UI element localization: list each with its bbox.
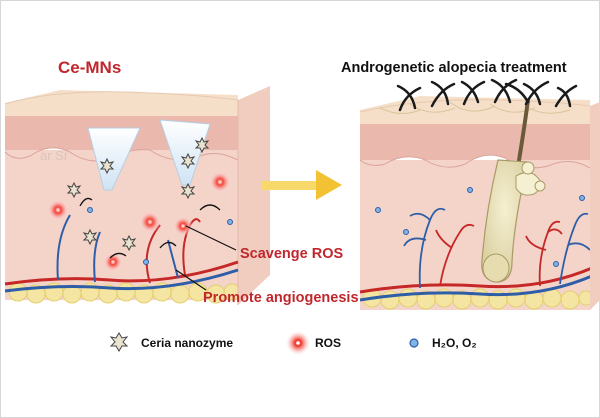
hair-follicle-icon xyxy=(481,99,546,283)
legend-h2o-o2: H₂O, O₂ xyxy=(432,336,477,350)
title-ce-mns: Ce-MNs xyxy=(58,58,122,77)
fat-layer xyxy=(8,282,241,304)
title-treatment: Androgenetic alopecia treatment xyxy=(341,60,567,76)
ceria-nanozyme-icon xyxy=(109,332,129,352)
legend-ceria-nanozyme: Ceria nanozyme xyxy=(141,336,234,350)
hair-strands xyxy=(396,78,578,112)
callout-scavenge-ros: Scavenge ROS xyxy=(240,246,344,262)
right-skin-block xyxy=(359,78,600,310)
ceria-markers-left xyxy=(66,136,210,252)
transition-arrow-icon xyxy=(262,170,342,200)
microneedle-icon xyxy=(87,119,211,191)
legend-ros: ROS xyxy=(315,336,342,350)
ros-icon xyxy=(286,331,310,355)
ros-markers-left xyxy=(47,171,231,272)
left-skin-block xyxy=(4,86,270,305)
callout-promote-angiogenesis: Promote angiogenesis xyxy=(203,290,359,306)
h2o-o2-icon xyxy=(409,338,419,348)
watermark: ar Sr xyxy=(40,148,69,163)
